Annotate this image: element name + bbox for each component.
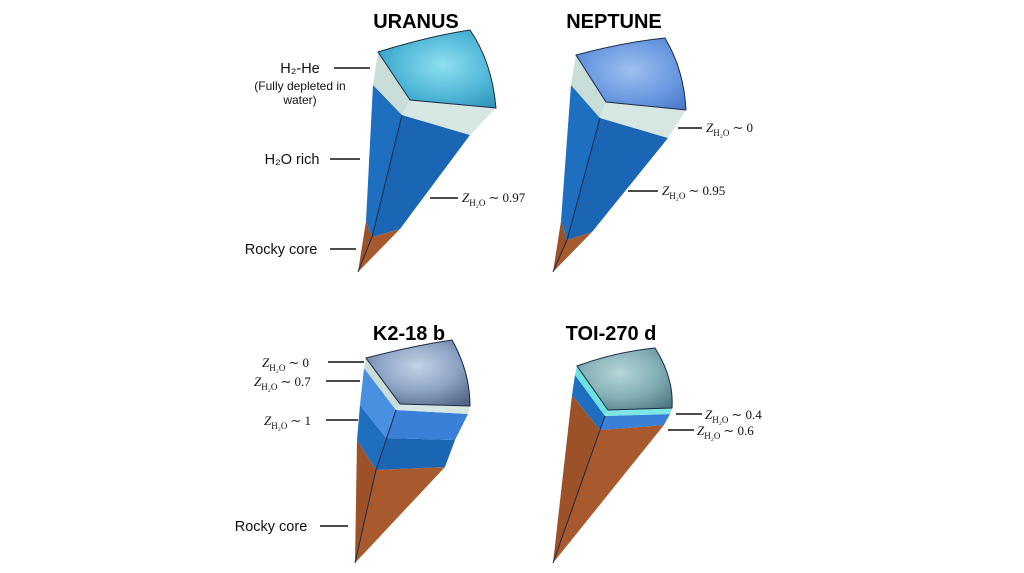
toi-270d-rocky-core-right — [553, 425, 664, 563]
toi-270d-water-layer-right — [600, 414, 670, 430]
toi-270d-wedge — [552, 347, 673, 564]
uranus-water-layer — [366, 85, 402, 237]
neptune-water-layer — [561, 85, 600, 240]
toi-270d-rocky-core — [553, 395, 600, 563]
uranus-rocky-core-right — [358, 229, 400, 272]
toi-270d-panel: TOI-270 d ZH₂O∼ 0.4 ZH₂O∼ 0.6 — [552, 323, 762, 564]
uranus-z-label: ZH₂O∼ 0.97 — [462, 190, 526, 208]
k2-18b-rocky-core — [355, 440, 376, 563]
k2-18b-z2-label: ZH₂O∼ 0.7 — [254, 374, 311, 392]
uranus-h2he-note-line1: (Fully depleted in — [254, 79, 345, 93]
uranus-rocky-core — [358, 221, 372, 272]
k2-18b-rocky-core-label: Rocky core — [235, 519, 308, 535]
uranus-title: URANUS — [373, 11, 459, 33]
k2-18b-h2-shell — [364, 358, 400, 410]
k2-18b-panel: K2-18 b ZH₂O∼ 0 ZH₂O∼ 0.7 — [235, 323, 471, 564]
uranus-wedge — [357, 29, 497, 273]
toi-270d-z2-label: ZH₂O∼ 0.6 — [697, 423, 754, 441]
k2-18b-z3-label: ZH₂O∼ 1 — [264, 413, 311, 431]
k2-18b-h2-shell-right — [396, 404, 470, 414]
neptune-z-outer-label: ZH₂O∼ 0 — [706, 120, 753, 138]
uranus-water-layer-right — [372, 115, 470, 237]
k2-18b-surface — [366, 340, 470, 406]
k2-18b-water-deep — [357, 405, 386, 470]
neptune-h2he-shell-right — [600, 102, 686, 138]
uranus-h2he-shell — [373, 52, 410, 115]
k2-18b-wedge — [354, 339, 471, 564]
neptune-title: NEPTUNE — [566, 11, 662, 33]
uranus-surface — [378, 30, 496, 108]
uranus-panel: URANUS H₂-He (Fully depleted in water) — [245, 11, 526, 273]
k2-18b-title: K2-18 b — [373, 323, 445, 345]
uranus-h2o-rich-label: H₂O rich — [265, 152, 320, 168]
uranus-h2he-label: H₂-He — [280, 61, 319, 77]
neptune-h2he-shell — [571, 55, 606, 118]
k2-18b-rocky-core-right — [355, 467, 445, 563]
k2-18b-water-deep-right — [376, 438, 455, 470]
neptune-rocky-core — [553, 221, 567, 272]
k2-18b-water-upper-right — [386, 410, 468, 440]
uranus-h2he-shell-right — [402, 100, 496, 135]
neptune-rocky-core-right — [553, 232, 592, 272]
toi-270d-title: TOI-270 d — [566, 323, 657, 345]
toi-270d-thin-band — [575, 366, 608, 416]
uranus-rocky-core-label: Rocky core — [245, 242, 318, 258]
toi-270d-water-layer — [572, 375, 605, 430]
toi-270d-surface — [577, 348, 673, 410]
neptune-wedge — [552, 37, 687, 273]
neptune-z-inner-label: ZH₂O∼ 0.95 — [662, 183, 725, 201]
neptune-surface — [576, 38, 686, 110]
toi-270d-z1-label: ZH₂O∼ 0.4 — [705, 407, 762, 425]
k2-18b-z1-label: ZH₂O∼ 0 — [262, 355, 309, 373]
uranus-h2he-note-line2: water) — [282, 93, 316, 107]
k2-18b-water-upper — [360, 368, 396, 438]
neptune-panel: NEPTUNE ZH₂O∼ 0 ZH₂O∼ 0.95 — [552, 11, 753, 273]
